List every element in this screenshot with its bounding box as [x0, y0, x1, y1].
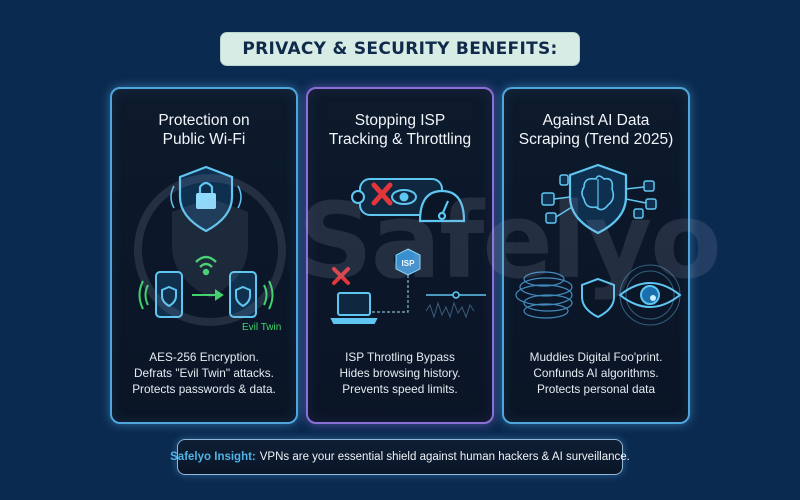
- card-title: Stopping ISP Tracking & Throttling: [328, 112, 472, 148]
- speedometer-icon: [418, 189, 466, 223]
- wifi-protection-illustration: Evil Twin: [138, 165, 281, 333]
- card-isp-tracking: Stopping ISP Tracking & Throttling: [306, 87, 494, 424]
- shield-lock-icon: [170, 165, 242, 233]
- card-ai-scraping: Against AI Data Scraping (Trend 2025): [502, 87, 690, 424]
- isp-cube-icon: ISP: [395, 248, 421, 276]
- svg-text:ISP: ISP: [402, 259, 416, 268]
- eye-icon: [618, 264, 682, 326]
- shield-icon: [581, 277, 615, 319]
- data-node-icon: [541, 174, 657, 224]
- card-public-wifi: Protection on Public Wi-Fi: [110, 87, 298, 424]
- signal-slider-icon: [425, 291, 486, 319]
- insight-bar: Safelyo Insight: VPNs are your essential…: [170, 439, 630, 475]
- evil-twin-label: Evil Twin: [242, 322, 281, 333]
- phone-shield-icon: [138, 271, 183, 318]
- phone-evil-twin-icon: [229, 271, 274, 318]
- arrow-right-icon: [192, 289, 224, 301]
- red-x-icon: [371, 182, 393, 206]
- brain-shield-icon: [568, 163, 628, 235]
- card-description: AES-256 Encryption. Defrats "Evil Twin" …: [132, 350, 276, 396]
- card-description: ISP Throtling Bypass Hides browsing hist…: [339, 350, 461, 396]
- card-title: Against AI Data Scraping (Trend 2025): [518, 112, 674, 148]
- ai-scraping-illustration: [515, 163, 682, 326]
- header-banner: PRIVACY & SECURITY BENEFITS:: [221, 33, 579, 65]
- card-description: Muddies Digital Foo'print. Confunds AI a…: [529, 350, 663, 396]
- card-title: Protection on Public Wi-Fi: [158, 112, 250, 148]
- laptop-icon: [330, 292, 378, 324]
- red-x-icon: [332, 267, 350, 285]
- insight-text: VPNs are your essential shield against h…: [259, 451, 630, 463]
- isp-illustration: ISP: [330, 178, 486, 324]
- connection-line: [372, 273, 409, 313]
- page-title: PRIVACY & SECURITY BENEFITS:: [242, 39, 558, 59]
- wifi-icon: [195, 255, 217, 276]
- insight-label: Safelyo Insight:: [170, 451, 256, 463]
- data-vortex-icon: [515, 271, 573, 319]
